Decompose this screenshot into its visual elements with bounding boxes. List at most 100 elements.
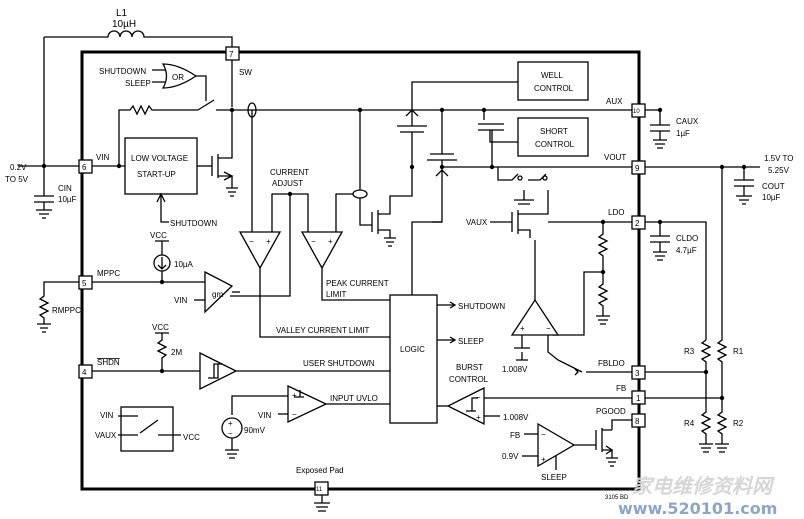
svg-text:−: − [311, 237, 316, 246]
short-control: SHORT CONTROL [478, 107, 589, 170]
svg-text:ADJUST: ADJUST [272, 179, 303, 188]
svg-text:5.25V: 5.25V [768, 166, 790, 175]
figure-code: 3105 BD [605, 495, 629, 501]
svg-text:LOGIC: LOGIC [400, 345, 425, 354]
svg-text:COUT: COUT [762, 182, 785, 191]
svg-text:6: 6 [82, 163, 87, 172]
svg-text:TO 5V: TO 5V [5, 175, 29, 184]
svg-text:10µA: 10µA [174, 260, 194, 269]
pullup-2m: VCC 2M [152, 323, 182, 371]
svg-text:CURRENT: CURRENT [270, 168, 309, 177]
svg-text:LDO: LDO [608, 208, 624, 217]
ic-outline [80, 50, 641, 491]
pin-pgood: 8 PGOOD [595, 407, 646, 467]
svg-text:INPUT UVLO: INPUT UVLO [330, 394, 378, 403]
well-control: WELL CONTROL [411, 61, 589, 110]
svg-text:7: 7 [229, 50, 234, 59]
ldo-section: VAUX + − 1.008V [466, 167, 632, 376]
svg-text:1µF: 1µF [676, 129, 690, 138]
svg-text:1.008V: 1.008V [502, 365, 528, 374]
svg-text:−: − [541, 430, 546, 439]
svg-text:FB: FB [616, 384, 626, 393]
pin-aux: 10 AUX CAUX 1µF [606, 97, 699, 149]
svg-text:3: 3 [635, 369, 640, 378]
svg-text:10µF: 10µF [762, 193, 781, 202]
inductor-l1: L1 10µH [44, 8, 233, 47]
svg-text:8: 8 [635, 417, 640, 426]
svg-text:10µF: 10µF [58, 195, 77, 204]
svg-text:−: − [476, 393, 481, 402]
svg-text:4: 4 [82, 368, 87, 377]
svg-text:CIN: CIN [58, 184, 72, 193]
svg-text:MPPC: MPPC [97, 269, 120, 278]
svg-text:+: + [228, 419, 233, 428]
svg-text:−: − [249, 237, 254, 246]
svg-text:SHORT: SHORT [540, 127, 568, 136]
pin-sw: 7 SW [225, 46, 252, 107]
svg-text:CONTROL: CONTROL [534, 84, 574, 93]
pin-shdn: 4 SHDN [78, 358, 200, 379]
watermark-url: www.520101.com [618, 499, 777, 518]
svg-text:VOUT: VOUT [604, 153, 626, 162]
svg-text:+: + [266, 237, 271, 246]
svg-text:PGOOD: PGOOD [596, 407, 626, 416]
svg-text:SLEEP: SLEEP [125, 79, 151, 88]
svg-text:R4: R4 [684, 419, 695, 428]
svg-text:+: + [476, 413, 481, 422]
current-source-mppc: VCC 10µA [150, 231, 194, 285]
svg-text:RMPPC: RMPPC [52, 306, 81, 315]
svg-text:SHUTDOWN: SHUTDOWN [170, 219, 217, 228]
pin-fbldo: 3 FBLDO [586, 359, 706, 380]
gm-amplifier: gm VIN [174, 270, 240, 314]
vcc-selector: VIN VAUX VCC [95, 406, 200, 452]
svg-text:90mV: 90mV [244, 426, 266, 435]
startup-nmos [211, 110, 238, 197]
feedback-resistors: R3 R4 R1 R2 [684, 167, 744, 453]
svg-text:R2: R2 [733, 419, 744, 428]
svg-text:L1: L1 [116, 8, 128, 19]
or-gate: SHUTDOWN SLEEP OR [99, 63, 207, 101]
svg-text:−: − [546, 324, 551, 333]
svg-text:CAUX: CAUX [676, 117, 699, 126]
svg-text:VIN: VIN [96, 153, 110, 162]
svg-text:VALLEY CURRENT LIMIT: VALLEY CURRENT LIMIT [276, 326, 369, 335]
svg-text:gm: gm [212, 290, 223, 299]
pin-vout: 9 VOUT 1.5V TO 5.25V [604, 153, 794, 175]
watermark-text: 家电维修资料网 [632, 474, 775, 498]
svg-text:+: + [520, 324, 525, 333]
svg-text:BURST: BURST [456, 363, 483, 372]
low-voltage-startup: LOW VOLTAGE START-UP SHUTDOWN [124, 137, 217, 228]
svg-text:VCC: VCC [183, 433, 200, 442]
svg-text:2: 2 [635, 219, 640, 228]
capacitor-cin: CIN 10µF [34, 166, 77, 219]
svg-text:CONTROL: CONTROL [535, 140, 575, 149]
svg-text:+: + [541, 455, 546, 464]
svg-text:SLEEP: SLEEP [458, 337, 484, 346]
svg-text:5: 5 [82, 279, 87, 288]
svg-text:VAUX: VAUX [466, 218, 488, 227]
svg-text:AUX: AUX [606, 97, 623, 106]
svg-text:VCC: VCC [150, 231, 167, 240]
pin-mppc: 5 MPPC RMPPC [37, 269, 205, 333]
svg-text:VIN: VIN [174, 296, 188, 305]
svg-text:1.5V TO: 1.5V TO [764, 154, 794, 163]
svg-text:SLEEP: SLEEP [541, 473, 567, 482]
svg-text:FB: FB [510, 431, 520, 440]
svg-text:CONTROL: CONTROL [449, 375, 489, 384]
svg-text:R1: R1 [733, 347, 744, 356]
logic-block: LOGIC SHUTDOWN SLEEP [389, 294, 505, 424]
svg-text:Exposed Pad: Exposed Pad [296, 466, 344, 475]
svg-text:0.2V: 0.2V [10, 163, 27, 172]
pin-vin: 6 VIN 0.2V TO 5V [5, 153, 125, 184]
svg-text:−: − [292, 410, 297, 419]
shdn-buffer: USER SHUTDOWN [199, 351, 390, 391]
burst-control: BURST CONTROL − + 1.008V [437, 363, 529, 426]
uvlo-comparator: + − 90mV + − VIN INPUT UVLO [221, 384, 390, 459]
svg-text:4.7µF: 4.7µF [676, 246, 697, 255]
capacitor-cout: COUT 10µF [734, 167, 785, 205]
svg-text:9: 9 [635, 164, 640, 173]
svg-text:SHUTDOWN: SHUTDOWN [458, 302, 505, 311]
svg-text:2M: 2M [171, 348, 182, 357]
svg-text:10µH: 10µH [112, 19, 136, 30]
